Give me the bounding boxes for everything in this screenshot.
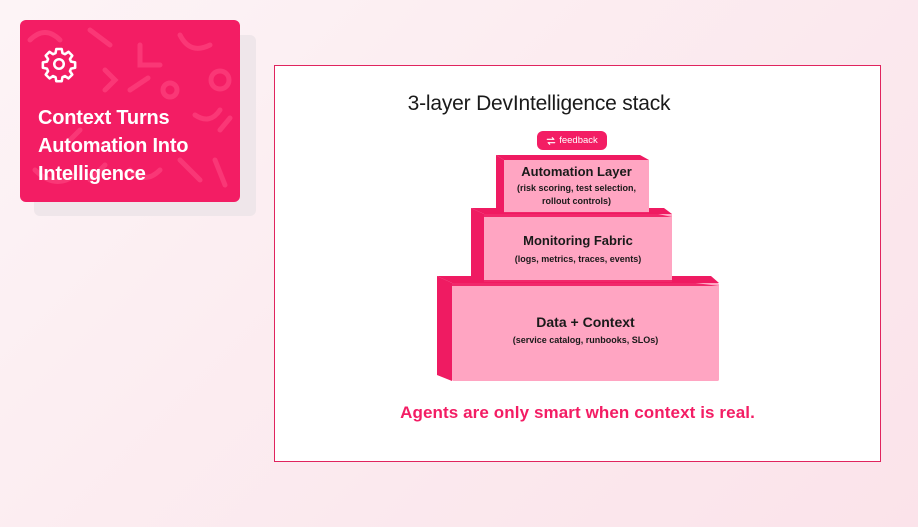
- layer-subtitle: (risk scoring, test selection,: [516, 183, 637, 193]
- layer-automation: Automation Layer (risk scoring, test sel…: [504, 164, 649, 208]
- layer-subtitle: rollout controls): [542, 196, 611, 206]
- layer-subtitle: (service catalog, runbooks, SLOs): [512, 335, 659, 345]
- loop-arrows-icon: [546, 136, 556, 145]
- title-card: Context Turns Automation Into Intelligen…: [20, 20, 240, 202]
- feedback-badge: feedback: [537, 131, 607, 150]
- diagram-title: 3-layer DevIntelligence stack: [407, 92, 671, 115]
- layer-title: Monitoring Fabric: [523, 233, 633, 248]
- card-title-line: Context Turns: [38, 107, 170, 129]
- card-title-line: Intelligence: [38, 163, 146, 185]
- layer-title: Automation Layer: [521, 164, 632, 179]
- layer-title: Data + Context: [536, 314, 635, 330]
- layer-data-context: Data + Context (service catalog, runbook…: [452, 314, 719, 347]
- feedback-label: feedback: [559, 135, 598, 146]
- gear-icon: [41, 47, 77, 83]
- card-title: Context Turns Automation Into Intelligen…: [38, 104, 238, 188]
- layer-subtitle: (logs, metrics, traces, events): [514, 254, 642, 264]
- layer-monitoring-fabric: Monitoring Fabric (logs, metrics, traces…: [484, 233, 672, 266]
- background-pattern: [27, 27, 233, 188]
- tagline: Agents are only smart when context is re…: [400, 403, 755, 422]
- card-title-line: Automation Into: [38, 135, 189, 157]
